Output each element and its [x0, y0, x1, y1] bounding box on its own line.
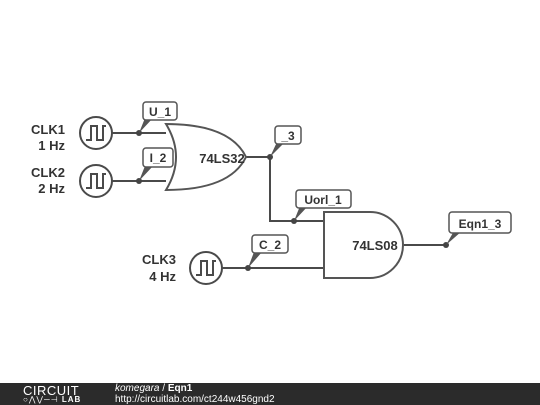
clk3-name: CLK3: [142, 252, 176, 267]
circuit-url[interactable]: http://circuitlab.com/ct244w456gnd2: [115, 394, 275, 405]
circuitlab-logo[interactable]: CIRCUIT ○⋀⋁─⊣ LAB: [23, 384, 95, 404]
and-gate-label: 74LS08: [352, 238, 398, 253]
clk2-name: CLK2: [31, 165, 65, 180]
clk3-source[interactable]: [189, 251, 223, 285]
clk2-source[interactable]: [79, 164, 113, 198]
net-label-eqn13[interactable]: Eqn1_3: [446, 211, 512, 245]
wire-or-to-and: [242, 156, 326, 222]
circuit-meta: komegara / Eqn1: [115, 384, 192, 394]
or-gate-symbol[interactable]: [164, 122, 248, 192]
or-gate-label: 74LS32: [199, 151, 245, 166]
svg-text:Uorl_1: Uorl_1: [304, 193, 342, 207]
clk1-name: CLK1: [31, 122, 65, 137]
svg-text:Eqn1_3: Eqn1_3: [459, 217, 502, 231]
and-gate-symbol[interactable]: [323, 211, 404, 279]
author-name[interactable]: komegara: [115, 383, 160, 394]
svg-text:U_1: U_1: [149, 105, 171, 119]
clk1-freq: 1 Hz: [38, 138, 65, 153]
net-label-c2[interactable]: C_2: [248, 234, 289, 268]
circuit-title[interactable]: Eqn1: [167, 383, 193, 394]
meta-separator: /: [159, 383, 168, 394]
svg-text:C_2: C_2: [259, 238, 281, 252]
clk3-freq: 4 Hz: [149, 269, 176, 284]
logo-circuit-symbol-icon: ○⋀⋁─⊣: [23, 395, 59, 404]
net-label-uorl1[interactable]: Uorl_1: [294, 189, 352, 221]
net-label-i2[interactable]: I_2: [139, 147, 174, 181]
logo-bottom-text: LAB: [61, 395, 82, 404]
svg-text:_3: _3: [280, 129, 295, 143]
logo-bottom-row: ○⋀⋁─⊣ LAB: [23, 396, 81, 404]
logo-top-text: CIRCUIT: [23, 383, 80, 398]
clk2-freq: 2 Hz: [38, 181, 65, 196]
clk1-source[interactable]: [79, 116, 113, 150]
schematic-canvas: 74LS32 74LS08 CLK1 1 Hz CLK2 2 Hz CLK3 4…: [31, 101, 512, 285]
net-label-n3[interactable]: _3: [270, 125, 302, 157]
svg-text:I_2: I_2: [150, 151, 167, 165]
footer-bar: CIRCUIT ○⋀⋁─⊣ LAB komegara / Eqn1 http:/…: [0, 383, 540, 405]
net-label-u1[interactable]: U_1: [139, 101, 178, 133]
